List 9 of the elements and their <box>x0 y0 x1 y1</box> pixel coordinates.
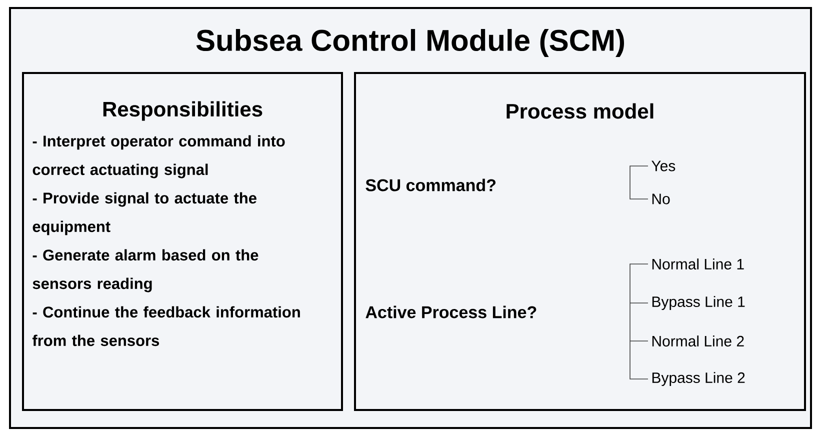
panel-box: Responsibilities - Interpret operator command into correct actuating signal - Provide signal to actuate the equipment - Generate alarm based on the sensors reading - Continue the feedback information from the sensors <box>22 72 343 411</box>
option-label: No <box>652 194 670 204</box>
option-label: Bypass Line 2 <box>652 372 745 386</box>
option-label: Normal Line 2 <box>652 336 744 346</box>
option-label: Normal Line 1 <box>652 258 744 270</box>
question-label: Active Process Line? <box>366 306 536 318</box>
question-label: SCU command? <box>366 178 496 192</box>
option-label: Yes <box>652 160 676 172</box>
option-label: Bypass Line 1 <box>652 296 745 310</box>
